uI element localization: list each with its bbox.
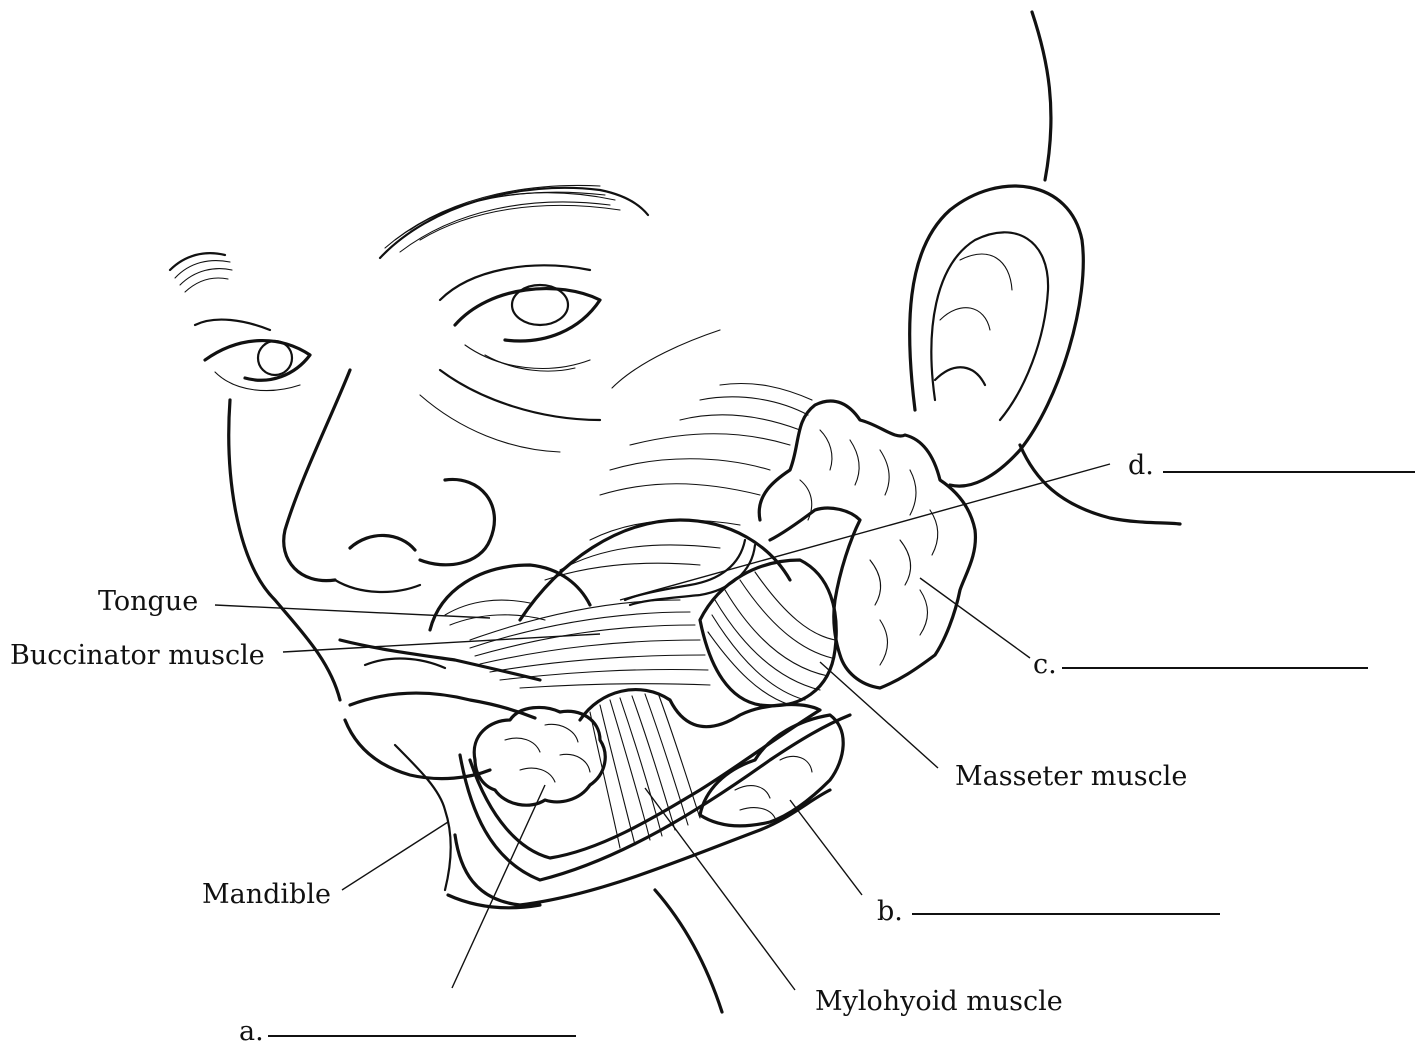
nose [284,370,495,592]
label-buccinator-muscle: Buccinator muscle [10,642,265,669]
ear [910,186,1084,486]
label-b: b. [877,898,903,925]
label-d: d. [1128,452,1154,479]
leader-tongue [215,605,490,618]
right-eye [195,320,310,391]
left-eye [440,265,600,371]
right-eyebrow [170,253,232,292]
left-eyebrow [380,185,648,258]
buccinator-muscle-shape [470,383,812,688]
tongue-shape [430,565,590,630]
sublingual-gland-shape [474,707,605,805]
mandible-shape [455,715,850,905]
label-masseter-muscle: Masseter muscle [955,763,1187,790]
leader-masseter [820,662,938,768]
answer-blank-a[interactable] [268,1035,576,1037]
parotid-gland-shape [625,401,975,688]
label-mandible: Mandible [202,881,331,908]
face-contours [229,330,720,700]
leader-buccinator [283,634,600,652]
masseter-muscle-shape [700,560,836,706]
label-mylohyoid-muscle: Mylohyoid muscle [815,988,1063,1015]
leader-c [920,578,1030,658]
leader-mandible [342,822,448,890]
leader-a [452,785,545,988]
answer-blank-b[interactable] [912,913,1220,915]
submandibular-gland-shape [700,715,843,826]
lips-and-chin [340,640,540,908]
label-c: c. [1033,651,1057,678]
answer-blank-c[interactable] [1062,667,1368,669]
answer-blank-d[interactable] [1163,471,1415,473]
leader-b [790,800,862,895]
label-tongue: Tongue [98,588,198,615]
head-outline [655,12,1180,1012]
label-a: a. [239,1018,264,1045]
leader-mylohyoid [645,788,795,990]
